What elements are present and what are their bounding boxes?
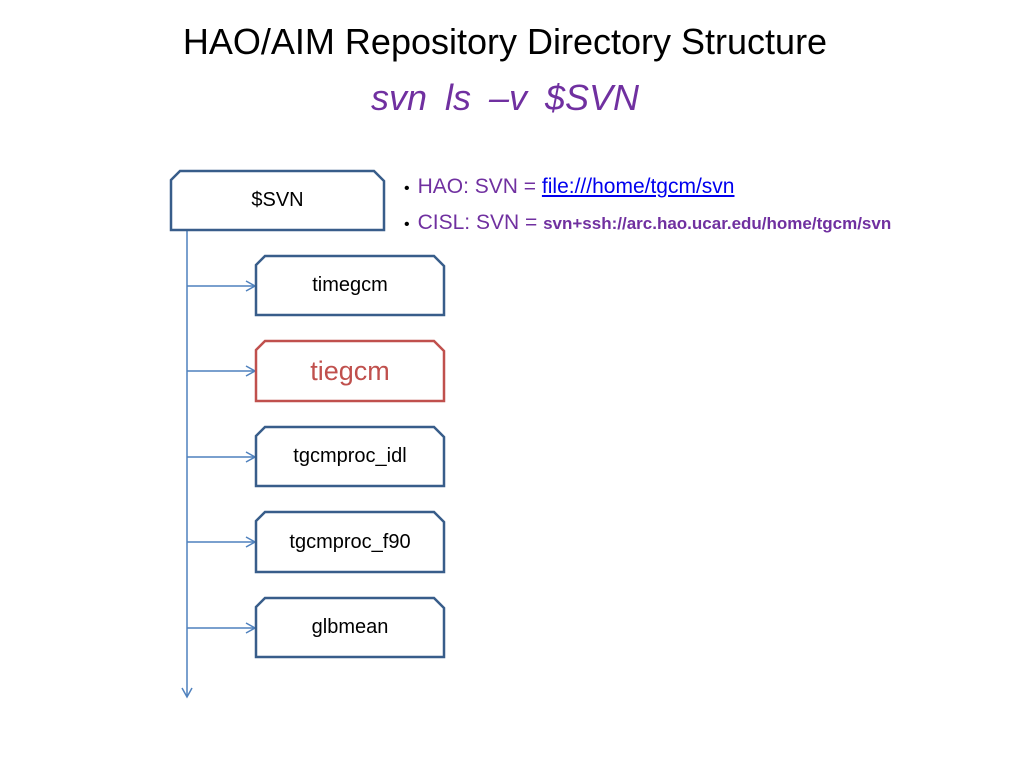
cisl-svn-path: svn+ssh://arc.hao.ucar.edu/home/tgcm/svn bbox=[543, 214, 892, 233]
repository-info-list: • HAO: SVN = file:///home/tgcm/svn • CISL:… bbox=[404, 170, 891, 242]
cisl-svn-prefix: CISL: SVN = bbox=[417, 211, 544, 234]
child-label-tgcmproc-idl: tgcmproc_idl bbox=[293, 445, 407, 467]
child-box-tiegcm bbox=[254, 339, 446, 403]
hao-svn-item: • HAO: SVN = file:///home/tgcm/svn bbox=[404, 170, 891, 206]
child-box-timegcm bbox=[254, 254, 446, 317]
child-label-glbmean: glbmean bbox=[311, 616, 389, 638]
cisl-svn-item: • CISL: SVN = svn+ssh://arc.hao.ucar.edu/… bbox=[404, 206, 891, 242]
slide-subtitle: svn ls –v $SVN bbox=[370, 77, 640, 118]
root-box bbox=[169, 169, 386, 232]
child-box-tgcmproc-idl bbox=[254, 425, 446, 488]
hao-svn-prefix: HAO: SVN = bbox=[417, 175, 542, 198]
bullet-dot: • bbox=[404, 216, 410, 233]
bullet-dot: • bbox=[404, 180, 410, 197]
slide-title: HAO/AIM Repository Directory Structure bbox=[182, 21, 828, 62]
child-label-tgcmproc-f90: tgcmproc_f90 bbox=[289, 530, 411, 553]
child-label-timegcm: timegcm bbox=[312, 274, 388, 296]
child-box-glbmean bbox=[254, 596, 446, 659]
child-label-tiegcm: tiegcm bbox=[310, 355, 390, 386]
child-box-tgcmproc-f90 bbox=[254, 510, 446, 574]
root-label: $SVN bbox=[251, 189, 304, 211]
hao-svn-link[interactable]: file:///home/tgcm/svn bbox=[541, 175, 735, 198]
